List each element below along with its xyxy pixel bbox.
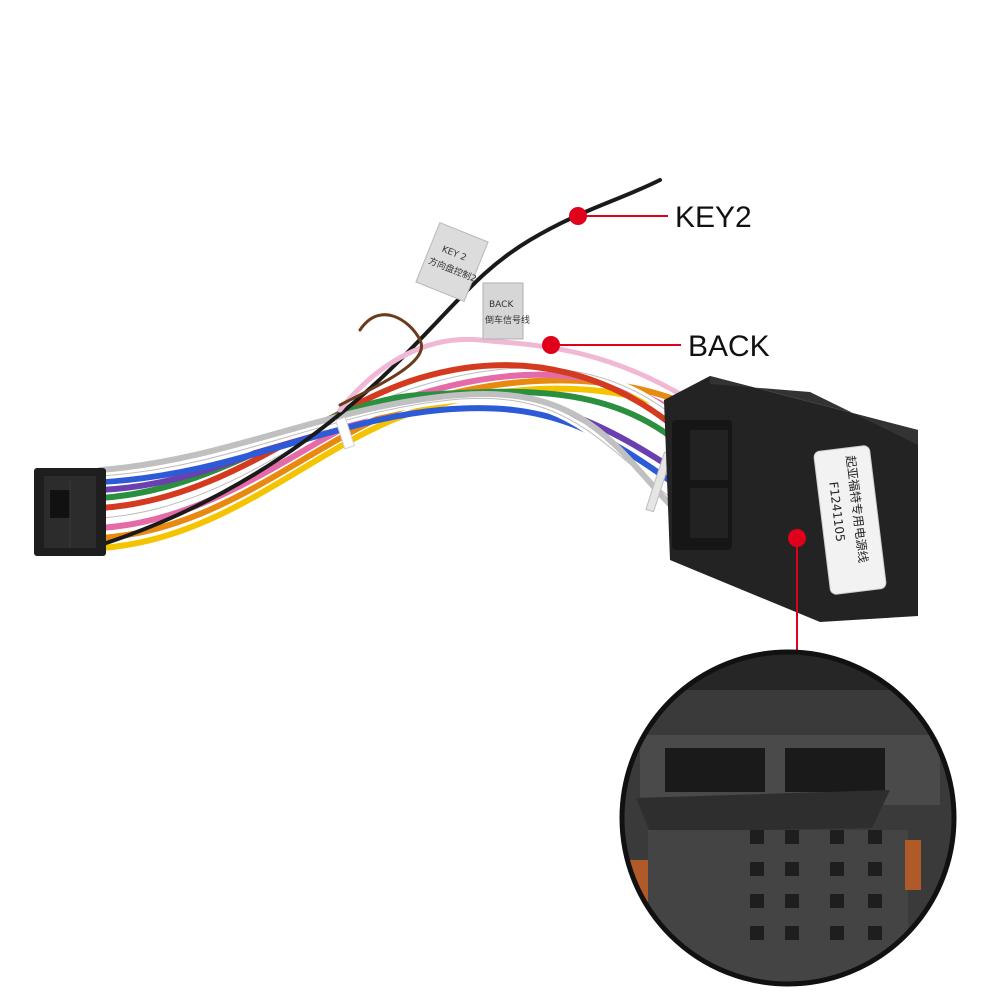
back-tag-text: BACK — [489, 300, 514, 310]
connector-closeup-inset — [619, 649, 957, 987]
back-wire-tag: BACK 倒车信号线 — [482, 282, 530, 340]
key2-callout-dot — [569, 207, 587, 225]
connector-pins — [750, 830, 882, 940]
zoom-callout — [788, 529, 806, 652]
zoom-callout-dot — [788, 529, 806, 547]
back-tag-subtext: 倒车信号线 — [485, 314, 530, 326]
left-connector — [34, 468, 106, 556]
wire-bundle — [96, 178, 704, 551]
back-callout — [542, 336, 681, 354]
key2-wire-tag: KEY 2 方向盘控制2 — [415, 221, 489, 303]
back-callout-dot — [542, 336, 560, 354]
key2-callout — [569, 207, 668, 225]
key2-label: KEY2 — [675, 201, 752, 234]
connector-sticker: 起亚福特专用电源线 F1241105 — [813, 445, 887, 595]
cable-tie — [334, 416, 356, 450]
back-label: BACK — [688, 330, 770, 363]
